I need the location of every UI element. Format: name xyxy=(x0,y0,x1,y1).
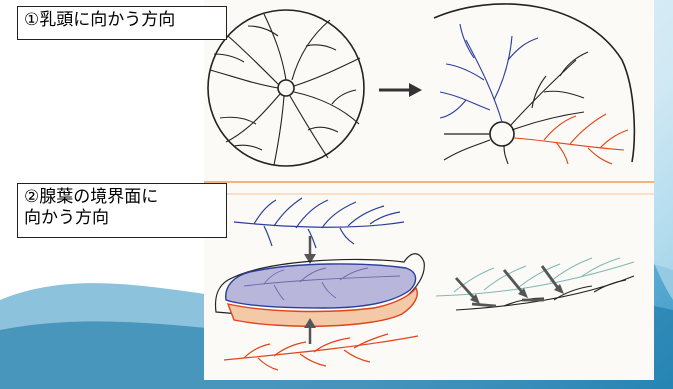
label-lobe-boundary-direction: ②腺葉の境界面に 向かう方向 xyxy=(17,183,227,238)
boundary-direction-diagram xyxy=(436,258,634,310)
radial-duct-circle xyxy=(208,10,364,166)
down-arrow-icon xyxy=(304,236,316,264)
duct-direction-diagram xyxy=(204,0,654,380)
right-arrow-icon xyxy=(379,83,422,97)
illustration-panel xyxy=(204,0,654,380)
lobe-boundary-diagram xyxy=(216,198,425,370)
label-nipple-direction-text: ①乳頭に向かう方向 xyxy=(24,10,220,31)
label-lobe-boundary-line2: 向かう方向 xyxy=(24,208,220,229)
label-lobe-boundary-line1: ②腺葉の境界面に xyxy=(24,187,220,208)
quadrant-duct-diagram xyxy=(434,4,634,164)
label-nipple-direction: ①乳頭に向かう方向 xyxy=(17,6,227,40)
